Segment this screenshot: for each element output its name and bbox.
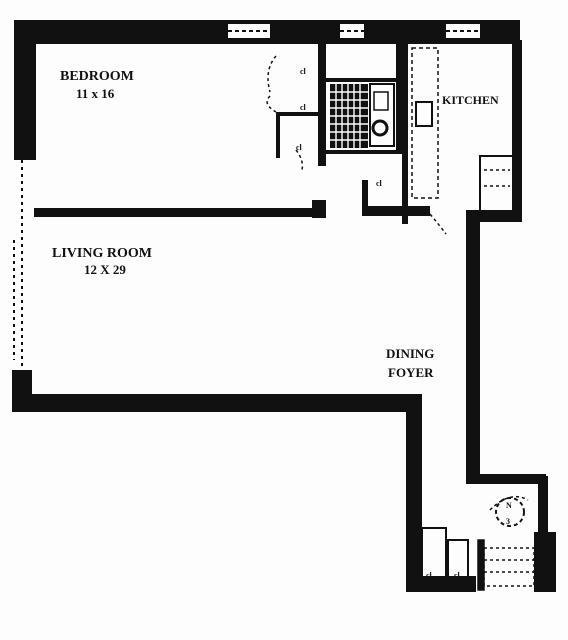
kitchen-door-swing-icon bbox=[429, 213, 447, 235]
kitchen-counter bbox=[411, 47, 439, 199]
kitchen-fixtures bbox=[411, 47, 515, 235]
entry-closets bbox=[421, 527, 469, 581]
closet-label: cl bbox=[300, 67, 307, 76]
window-kitchen bbox=[446, 24, 480, 38]
closet-label: cl bbox=[296, 143, 303, 152]
entry-area bbox=[421, 495, 535, 591]
living-room-name: LIVING ROOM bbox=[52, 246, 152, 261]
closet-label: bc bbox=[404, 205, 412, 214]
closet-labels: cl cl cl cl cl bc cl cl bbox=[296, 67, 461, 580]
room-labels: BEDROOM 11 x 16 LIVING ROOM 12 X 29 KITC… bbox=[52, 69, 499, 380]
window-living-left bbox=[13, 60, 23, 370]
window-bath bbox=[340, 24, 364, 38]
refrigerator-icon bbox=[479, 155, 515, 213]
compass-north-letter: N bbox=[506, 501, 512, 510]
bedroom-name: BEDROOM bbox=[60, 69, 134, 84]
dining-name-line2: FOYER bbox=[388, 365, 434, 380]
closet-label: cl bbox=[376, 205, 383, 214]
bathroom-tile-floor bbox=[330, 83, 395, 148]
compass: N 3 bbox=[495, 497, 525, 527]
bedroom-dimensions: 11 x 16 bbox=[76, 86, 115, 101]
closet-label: cl bbox=[376, 179, 383, 188]
kitchen-name: KITCHEN bbox=[442, 93, 499, 107]
sink-icon bbox=[415, 101, 433, 127]
closet-door-swing-icon bbox=[266, 95, 277, 113]
living-room-dimensions: 12 X 29 bbox=[84, 262, 126, 277]
window-bedroom bbox=[228, 24, 270, 38]
toilet-icon bbox=[371, 119, 389, 137]
closet-label: cl bbox=[454, 571, 461, 580]
windows bbox=[13, 24, 480, 370]
dining-name-line1: DINING bbox=[386, 346, 434, 361]
door-swings bbox=[266, 55, 304, 171]
bedroom-door-swing-icon bbox=[267, 55, 277, 93]
closet-label: cl bbox=[300, 103, 307, 112]
entry-stair-icon bbox=[477, 539, 535, 591]
interior-walls bbox=[34, 44, 430, 224]
compass-number: 3 bbox=[506, 517, 510, 526]
closet-label: cl bbox=[426, 571, 433, 580]
